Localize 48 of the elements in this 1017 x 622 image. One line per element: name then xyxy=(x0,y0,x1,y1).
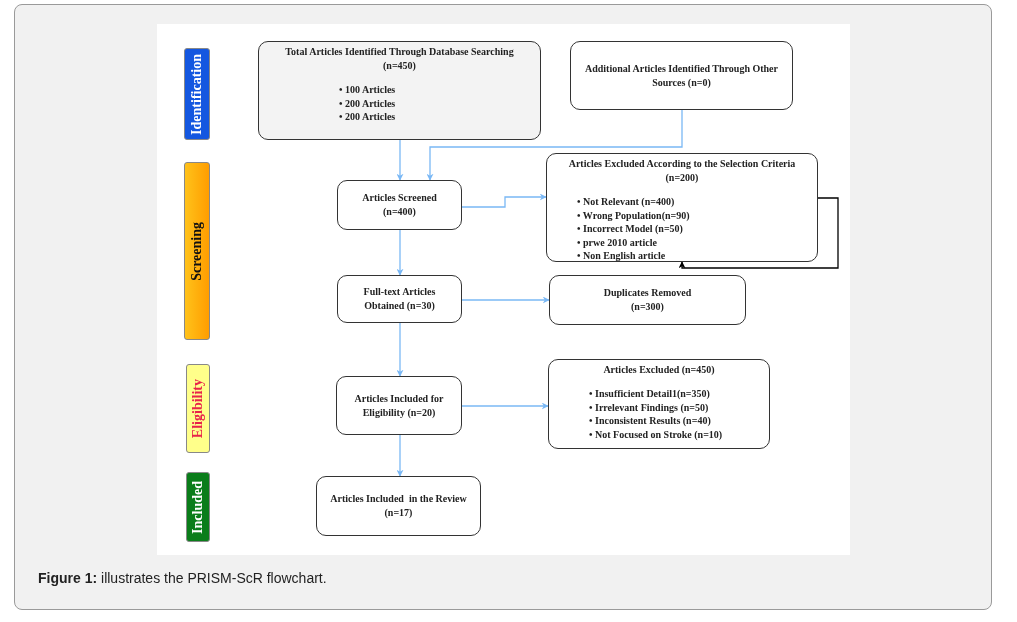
phase-band xyxy=(184,48,210,140)
figure-caption: Figure 1: illustrates the PRISM-ScR flowchart. xyxy=(38,570,327,586)
arrow xyxy=(461,193,547,208)
process-box xyxy=(316,476,481,536)
bullet-item: • Wrong Population(n=90) xyxy=(577,208,690,222)
process-box xyxy=(549,275,746,325)
arrow xyxy=(426,109,683,181)
bullet-item: • Insufficient Detail1(n=350) xyxy=(589,387,710,401)
process-box xyxy=(337,180,462,230)
phase-label: Eligibility xyxy=(190,378,206,439)
box-heading: Articles Screened (n=400) xyxy=(361,191,438,219)
process-box xyxy=(570,41,793,110)
box-heading: Articles Included in the Review (n=17) xyxy=(329,492,468,520)
arrow xyxy=(461,296,550,304)
phase-label: Screening xyxy=(189,221,205,281)
process-box xyxy=(337,275,462,323)
box-heading: Additional Articles Identified Through Other Sources (n=0) xyxy=(584,61,779,90)
box-heading: Articles Included for Eligibility (n=20) xyxy=(353,391,445,420)
box-heading: Articles Excluded According to the Selection Criteria (n=200) xyxy=(567,157,797,185)
bullet-item: • Incorrect Model (n=50) xyxy=(577,222,683,236)
process-box xyxy=(336,376,462,435)
bullet-item: • Inconsistent Results (n=40) xyxy=(589,414,711,428)
bullet-item: • Non English article xyxy=(577,249,666,263)
bullet-item: • Not Relevant (n=400) xyxy=(577,195,675,209)
bullet-item: • 200 Articles xyxy=(339,96,396,110)
bullet-item: • 200 Articles xyxy=(339,110,396,124)
bullet-item: • 100 Articles xyxy=(339,83,396,97)
arrow xyxy=(461,402,549,410)
arrow xyxy=(396,229,404,276)
phase-band xyxy=(186,472,210,542)
bullet-item: • Not Focused on Stroke (n=10) xyxy=(589,427,723,441)
phase-band xyxy=(184,162,210,340)
arrow xyxy=(396,139,404,181)
arrow xyxy=(396,322,404,377)
bullet-item: • prwe 2010 article xyxy=(577,235,657,249)
box-heading: Total Articles Identified Through Database Searching (n=450) xyxy=(284,45,515,73)
process-box xyxy=(548,359,770,449)
arrow xyxy=(396,434,404,477)
phase-band xyxy=(186,364,210,453)
box-heading: Full-text Articles Obtained (n=30) xyxy=(362,285,437,313)
phase-label: Identification xyxy=(189,53,205,135)
phase-label: Included xyxy=(190,480,206,534)
process-box xyxy=(546,153,818,262)
box-heading: Duplicates Removed (n=300) xyxy=(602,286,693,314)
arrow xyxy=(678,197,839,269)
process-box xyxy=(258,41,541,140)
bullet-item: • Irrelevant Findings (n=50) xyxy=(589,400,709,414)
box-heading: Articles Excluded (n=450) xyxy=(603,363,715,377)
